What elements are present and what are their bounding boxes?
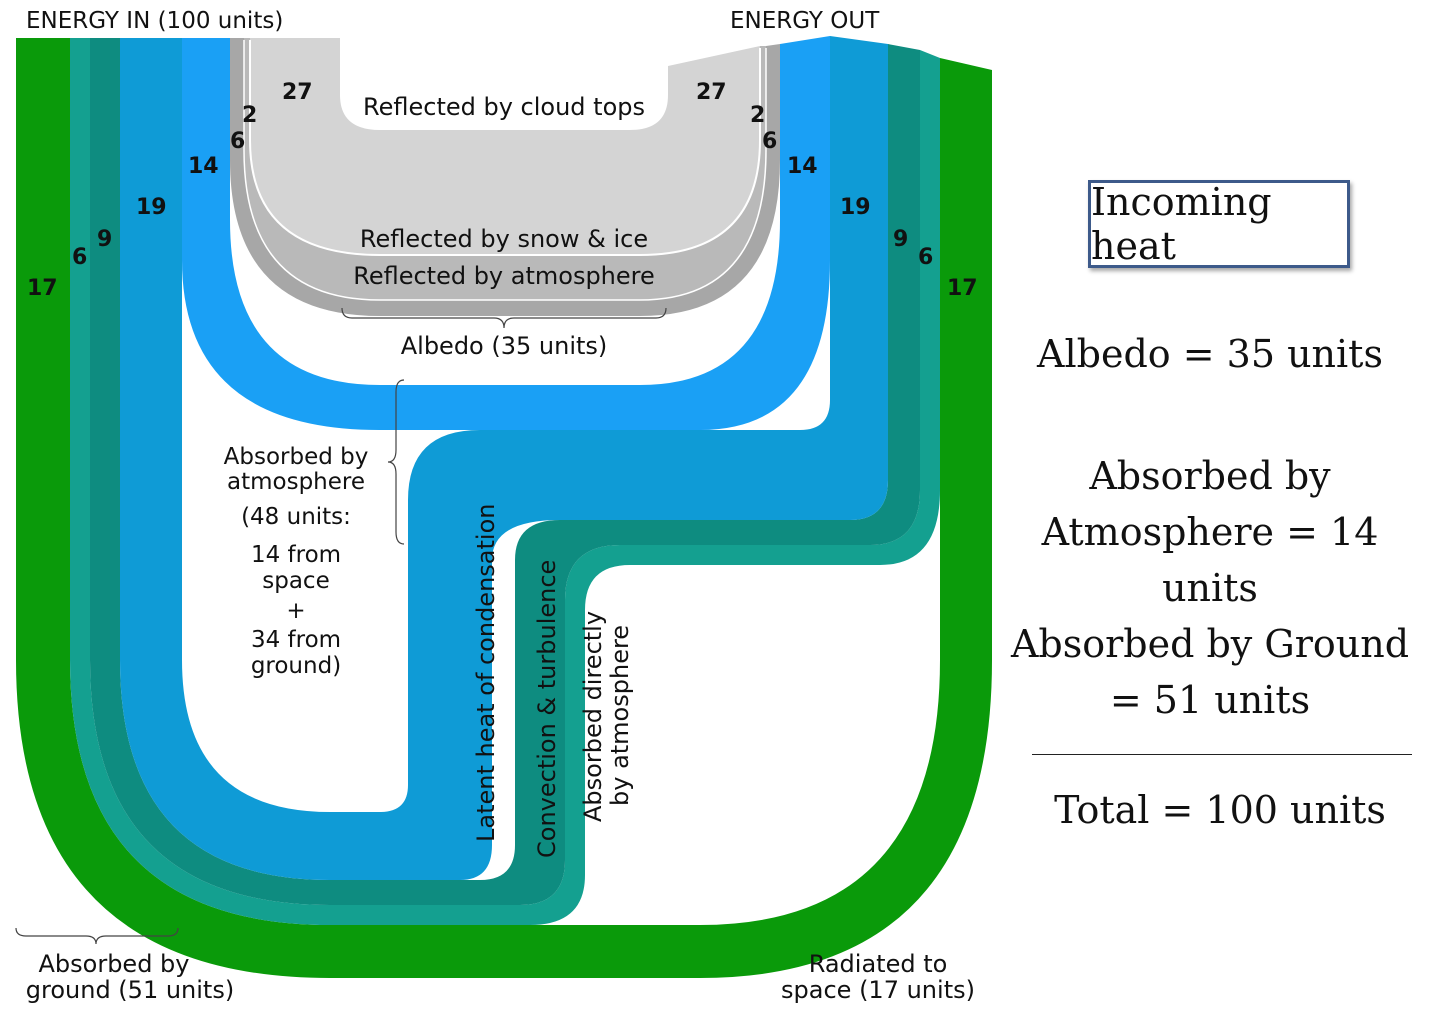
label-albedo: Albedo (35 units) bbox=[401, 332, 608, 360]
label-cloud-tops: Reflected by cloud tops bbox=[363, 93, 645, 121]
label-radiated-1: Radiated to bbox=[809, 950, 948, 978]
label-latent-heat: Latent heat of condensation bbox=[472, 504, 500, 842]
label-ground-2: ground (51 units) bbox=[26, 976, 234, 1004]
summary-absorbed-atmosphere-line2: Atmosphere = 14 units bbox=[1041, 510, 1379, 610]
left-value-snow-ice: 6 bbox=[230, 129, 245, 154]
label-absorbed-atmosphere: Absorbed by atmosphere (48 units: 14 fro… bbox=[224, 444, 369, 679]
label-atmosphere-reflect: Reflected by atmosphere bbox=[353, 262, 655, 290]
right-value-snow-ice: 6 bbox=[762, 129, 777, 154]
svg-text:+: + bbox=[286, 598, 305, 624]
summary-absorbed-ground: Absorbed by Ground = 51 units bbox=[1010, 616, 1410, 728]
right-value-condensation: 6 bbox=[918, 245, 933, 270]
albedo-brace bbox=[341, 307, 667, 329]
energy-out-title: ENERGY OUT bbox=[730, 8, 880, 34]
atmosphere-brace bbox=[387, 379, 405, 545]
label-radiated-2: space (17 units) bbox=[781, 976, 975, 1004]
band-atmosphere-absorbed bbox=[182, 36, 830, 430]
left-value-atm-absorbed: 14 bbox=[188, 154, 219, 179]
right-value-cloud-tops: 27 bbox=[696, 80, 727, 105]
band-cloud-tops bbox=[250, 38, 760, 255]
band-snow-ice bbox=[230, 38, 780, 316]
energy-in-title: ENERGY IN (100 units) bbox=[26, 8, 283, 34]
band-latent-heat bbox=[120, 36, 888, 880]
svg-text:space: space bbox=[262, 568, 329, 594]
summary-albedo: Albedo = 35 units bbox=[1037, 332, 1383, 376]
label-absorbed-direct-2: by atmosphere bbox=[606, 625, 634, 806]
svg-text:34 from: 34 from bbox=[251, 627, 341, 653]
left-value-ground: 17 bbox=[27, 276, 58, 301]
summary-total: Total = 100 units bbox=[1054, 788, 1386, 832]
summary-absorbed-atmosphere: Absorbed by Atmosphere = 14 units bbox=[1000, 448, 1420, 616]
summary-absorbed-atmosphere-line1: Absorbed by bbox=[1089, 454, 1331, 498]
svg-text:14 from: 14 from bbox=[251, 542, 341, 568]
right-value-ground: 17 bbox=[947, 276, 978, 301]
right-value-convection: 9 bbox=[893, 227, 908, 252]
summary-absorbed-ground-line1: Absorbed by Ground bbox=[1010, 622, 1410, 666]
band-atmosphere-reflect bbox=[244, 38, 766, 300]
left-value-atm-reflect: 2 bbox=[242, 103, 257, 128]
right-value-atm-reflect: 2 bbox=[750, 103, 765, 128]
svg-text:ground): ground) bbox=[251, 653, 341, 679]
band-ground-radiated bbox=[16, 38, 992, 978]
right-value-latent: 19 bbox=[840, 195, 871, 220]
svg-text:atmosphere: atmosphere bbox=[227, 469, 365, 495]
left-value-condensation: 6 bbox=[72, 245, 87, 270]
total-divider bbox=[1032, 754, 1412, 755]
label-ground-1: Absorbed by bbox=[38, 950, 189, 978]
ground-brace bbox=[15, 927, 179, 945]
label-convection: Convection & turbulence bbox=[533, 560, 561, 858]
label-absorbed-direct-1: Absorbed directly bbox=[579, 611, 607, 822]
left-value-convection: 9 bbox=[97, 227, 112, 252]
left-value-latent: 19 bbox=[136, 195, 167, 220]
incoming-heat-title-text: Incoming heat bbox=[1091, 180, 1272, 268]
svg-text:(48 units:: (48 units: bbox=[241, 504, 351, 530]
svg-text:Absorbed by: Absorbed by bbox=[224, 444, 369, 470]
right-value-atm-absorbed: 14 bbox=[787, 154, 818, 179]
left-value-cloud-tops: 27 bbox=[282, 80, 313, 105]
summary-absorbed-ground-line2: = 51 units bbox=[1109, 678, 1311, 722]
label-snow-ice: Reflected by snow & ice bbox=[360, 225, 648, 253]
incoming-heat-title: Incoming heat bbox=[1088, 180, 1350, 268]
